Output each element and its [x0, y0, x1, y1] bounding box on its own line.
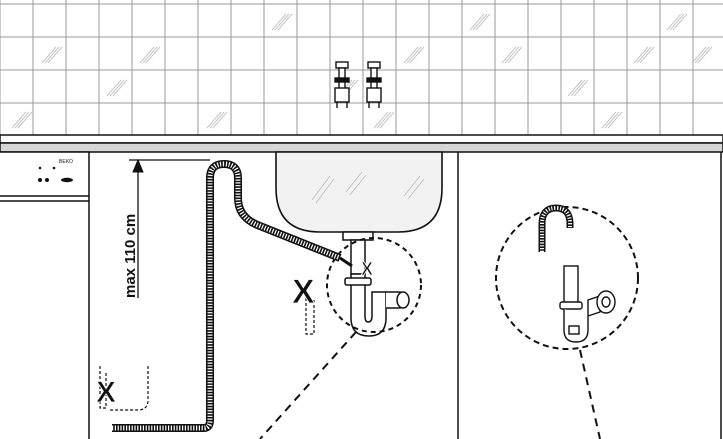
zoom-leader-line — [259, 331, 357, 439]
appliance: BEKO — [0, 151, 90, 439]
magnifier-circle-icon — [326, 237, 422, 333]
sink-basin — [275, 151, 443, 233]
control-panel-dots — [38, 166, 73, 183]
faucet-icon — [366, 61, 382, 108]
x-mark-icon: X — [292, 273, 315, 311]
siphon-icon — [342, 231, 410, 337]
hose-icon — [538, 204, 574, 252]
countertop — [0, 134, 723, 153]
faucet-icon — [334, 61, 350, 108]
x-mark-icon: X — [96, 376, 116, 409]
zoom-leader-line — [579, 349, 601, 439]
wrong-hose-position — [99, 298, 315, 411]
height-dimension — [129, 158, 210, 298]
magnifier-circle-icon — [495, 206, 639, 350]
siphon-icon — [559, 265, 616, 343]
tile-wall — [0, 0, 723, 135]
x-mark-icon: X — [361, 259, 373, 279]
hose-icon — [112, 159, 353, 432]
height-label: max 110 cm — [122, 214, 139, 298]
brand-label: BEKO — [59, 159, 73, 165]
